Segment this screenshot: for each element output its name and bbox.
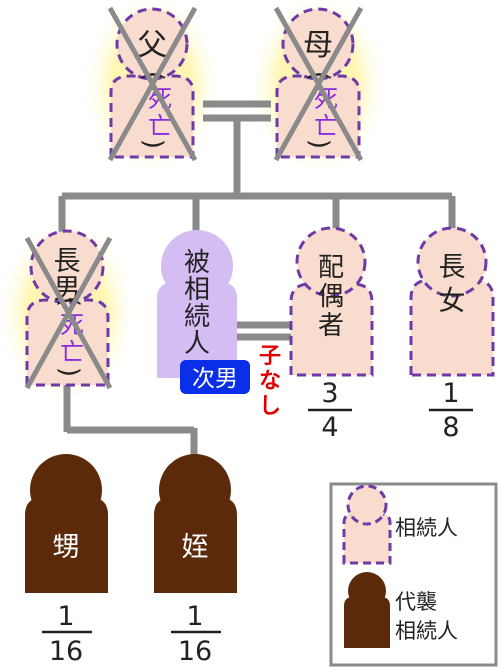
- father-paren-close: ): [138, 139, 168, 149]
- spouse-share-denominator: 4: [321, 412, 338, 443]
- niece-share-numerator: 1: [186, 601, 203, 632]
- decedent-name-1: 被: [184, 248, 210, 278]
- family-lines: [58, 100, 456, 462]
- mother-figure: 母 ( 死 亡 ): [273, 6, 364, 162]
- father-paren-open: (: [138, 71, 168, 81]
- nephew-name: 甥: [53, 532, 80, 563]
- legend-heir-label: 相続人: [395, 516, 458, 540]
- spouse-name-3: 者: [318, 311, 344, 341]
- nephew-figure: 甥 1 16: [25, 454, 108, 667]
- second-son-badge-label: 次男: [192, 366, 238, 392]
- legend: 相続人 代襲 相続人: [329, 482, 498, 667]
- father-name: 父: [137, 28, 167, 63]
- eldest-son-status-2: 亡: [60, 338, 84, 366]
- nephew-share-denominator: 16: [49, 636, 83, 667]
- no-children-note: 子 な し: [259, 344, 281, 419]
- eldest-son-name-1: 長: [54, 246, 81, 277]
- eldest-son-paren-close: ): [54, 367, 84, 377]
- niece-share-denominator: 16: [178, 636, 212, 667]
- spouse-figure: 配 偶 者 3 4: [289, 226, 374, 443]
- no-children-3: し: [259, 394, 281, 419]
- mother-name: 母: [303, 28, 333, 63]
- eldest-daughter-name-1: 長: [439, 252, 466, 283]
- legend-rep-label-1: 代襲: [395, 590, 437, 614]
- eldest-son-figure: 長 男 ( 死 亡 ): [24, 229, 113, 390]
- spouse-share-numerator: 3: [321, 378, 338, 409]
- eldest-son-paren-open: (: [54, 297, 84, 307]
- eldest-daughter-figure: 長 女 1 8: [409, 226, 495, 443]
- niece-figure: 姪 1 16: [154, 454, 237, 667]
- spouse-name-2: 偶: [318, 282, 344, 312]
- mother-paren-close: ): [304, 139, 334, 149]
- niece-name: 姪: [182, 532, 209, 563]
- no-children-1: 子: [259, 344, 281, 369]
- decedent-name-2: 相: [184, 275, 210, 305]
- decedent-name-4: 人: [184, 329, 210, 359]
- decedent-name-3: 続: [184, 302, 210, 332]
- second-son-badge: [180, 360, 250, 394]
- spouse-name-1: 配: [318, 253, 344, 283]
- eldest-daughter-share-denominator: 8: [442, 412, 459, 443]
- eldest-daughter-share-numerator: 1: [442, 378, 459, 409]
- eldest-daughter-name-2: 女: [439, 286, 466, 317]
- father-figure: 父 ( 死 亡 ): [107, 6, 198, 162]
- no-children-2: な: [259, 369, 281, 394]
- legend-rep-label-2: 相続人: [395, 619, 458, 643]
- nephew-share-numerator: 1: [57, 601, 74, 632]
- decedent-figure: 被 相 続 人 次男: [157, 230, 250, 394]
- mother-paren-open: (: [304, 71, 334, 81]
